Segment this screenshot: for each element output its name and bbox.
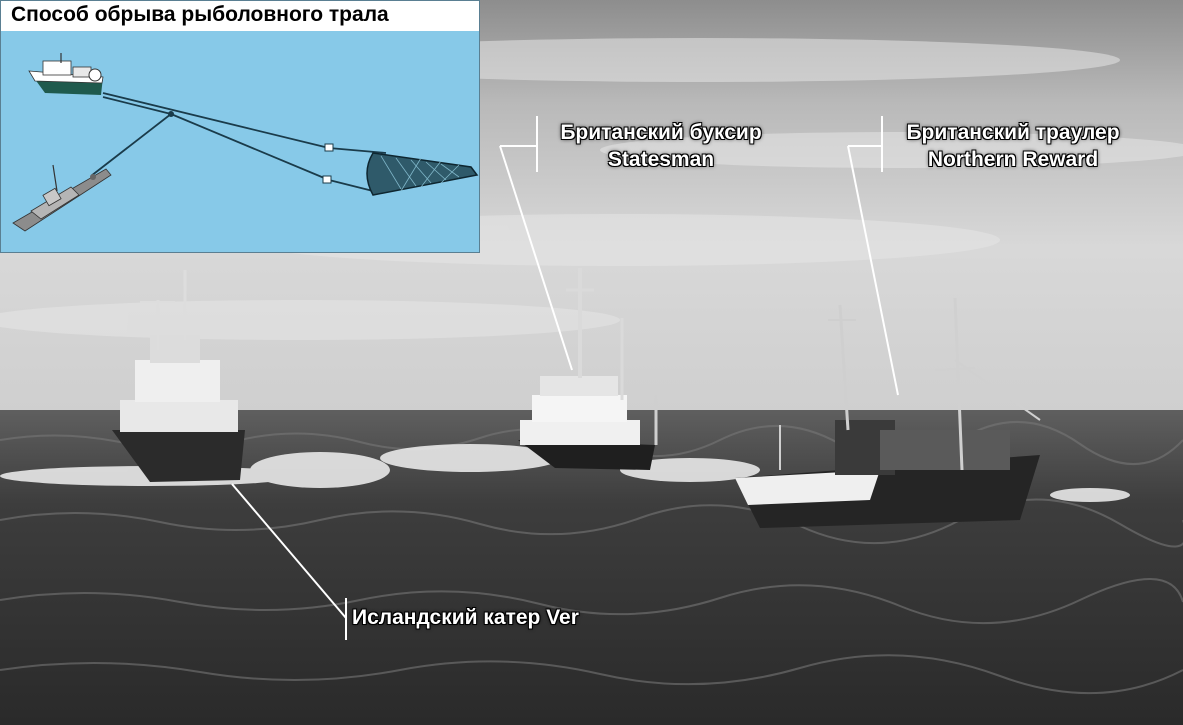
cutter-cable [90,113,172,177]
warp-cable [102,92,387,192]
tug-statesman [518,268,658,470]
otter-board-top [324,143,334,152]
patrol-boat-icon [12,164,112,232]
trawler-northern-reward [735,297,1041,528]
inset-title: Способ обрыва рыболовного трала [11,3,389,26]
inset-diagram [12,53,479,232]
label-tug-statesman: Британский буксир Statesman [546,119,776,173]
label-tug-line2: Statesman [607,148,715,171]
trawler-icon [28,53,104,95]
label-trawler-line2: Northern Reward [927,148,1099,171]
inset-title-bar: Способ обрыва рыболовного трала [1,1,479,31]
otter-board-bottom [322,175,332,184]
label-trawler-line1: Британский траулер [906,121,1120,144]
trawl-net-icon [366,152,479,196]
label-tug-line1: Британский буксир [560,121,762,144]
cutter-ver [112,270,245,482]
cloud-streaks [0,38,1183,340]
label-trawler-northern-reward: Британский траулер Northern Reward [888,119,1138,173]
cable-crossing-point [168,111,174,117]
label-cutter-ver: Исландский катер Ver [352,604,579,631]
pointer-lines [231,116,899,640]
label-cutter-line1: Исландский катер Ver [352,606,579,629]
trawl-cutting-inset: Способ обрыва рыболовного трала [0,0,480,253]
